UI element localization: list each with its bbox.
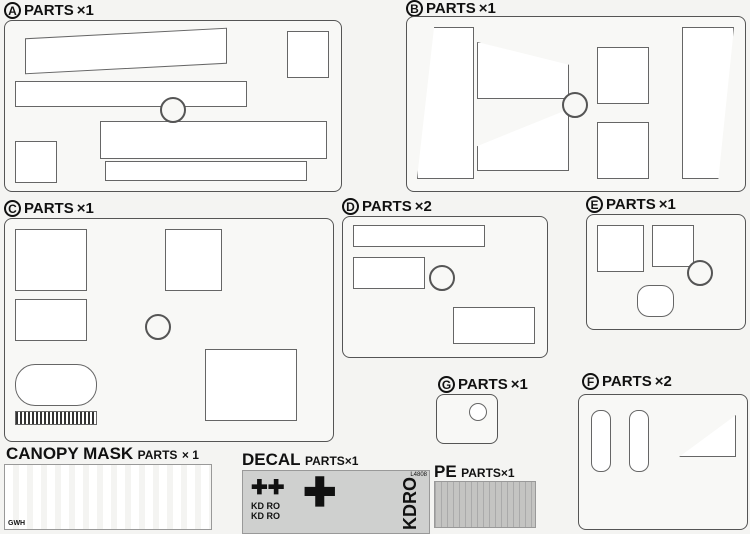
- parts-qty: ×1: [478, 0, 496, 17]
- wing-part: [477, 109, 569, 171]
- exhaust-part: [15, 411, 97, 425]
- parts-qty: ×1: [344, 454, 359, 468]
- parts-qty: ×2: [654, 373, 672, 390]
- parts-label: PARTS: [458, 376, 508, 393]
- sprue-letter: E: [586, 196, 603, 213]
- sprue-gate: [429, 265, 455, 291]
- sprue-letter: F: [582, 373, 599, 390]
- pe-fret: [434, 481, 536, 528]
- wing-part: [25, 27, 227, 75]
- decal-side-text: KDRO: [400, 477, 420, 530]
- sprue-gate: [562, 92, 588, 118]
- fuselage-part: [105, 161, 307, 181]
- gear-parts: [15, 299, 87, 341]
- cockpit-part: [165, 229, 222, 291]
- prop-parts: [453, 307, 535, 344]
- pe-header: PE PARTS×1: [434, 462, 515, 482]
- parts-label: PARTS: [606, 196, 656, 213]
- pe-title: PE: [434, 462, 457, 481]
- parts-label: PARTS: [461, 466, 501, 480]
- parts-qty: × 1: [181, 448, 199, 462]
- sprue-gate: [160, 97, 186, 123]
- parts-qty: ×1: [76, 200, 94, 217]
- sprue-letter: C: [4, 200, 21, 217]
- balkenkreuz: ✚: [303, 471, 337, 515]
- sprue-g: [436, 394, 498, 444]
- canopy-part: [637, 285, 674, 317]
- canopy-mask-title: CANOPY MASK: [6, 444, 134, 463]
- parts-qty: ×1: [500, 466, 515, 480]
- parts-label: PARTS: [602, 373, 652, 390]
- parts-qty: ×2: [414, 198, 432, 215]
- engine-parts: [15, 229, 87, 291]
- sprue-letter: A: [4, 2, 21, 19]
- canopy-mask-sheet: GWH: [4, 464, 212, 530]
- sprue-e: [586, 214, 746, 330]
- sprue-a: [4, 20, 342, 192]
- parts-label: PARTS: [305, 454, 345, 468]
- parts-qty: ×1: [510, 376, 528, 393]
- small-parts: [652, 225, 694, 267]
- tail-part: [679, 415, 736, 457]
- wheel-part: [629, 410, 649, 472]
- cowling-part: [15, 364, 97, 406]
- parts-label: PARTS: [24, 200, 74, 217]
- panel-part: [597, 47, 649, 104]
- small-parts: [353, 225, 485, 247]
- small-parts: [287, 31, 329, 78]
- sprue-d: [342, 216, 548, 358]
- fuselage-part: [100, 121, 327, 159]
- small-parts: [597, 225, 644, 272]
- sprue-c: [4, 218, 334, 442]
- small-parts: [353, 257, 425, 289]
- sprue-letter: D: [342, 198, 359, 215]
- tub-part: [205, 349, 297, 421]
- clear-part: [469, 403, 487, 421]
- sprue-gate: [687, 260, 713, 286]
- brand-logo: GWH: [8, 520, 26, 527]
- decal-title: DECAL: [242, 450, 301, 469]
- decal-header: DECAL PARTS×1: [242, 450, 358, 470]
- parts-qty: ×1: [76, 2, 94, 19]
- wing-part: [477, 42, 569, 99]
- sprue-f: [578, 394, 748, 530]
- sprue-letter: B: [406, 0, 423, 17]
- parts-label: PARTS: [362, 198, 412, 215]
- wheel-part: [591, 410, 611, 472]
- parts-qty: ×1: [658, 196, 676, 213]
- sprue-b: [406, 16, 746, 192]
- canopy-mask-header: CANOPY MASK PARTS × 1: [6, 444, 199, 464]
- wing-part: [682, 27, 734, 179]
- wing-part: [15, 81, 247, 107]
- panel-part: [597, 122, 649, 179]
- sprue-letter: G: [438, 376, 455, 393]
- wing-part: [417, 27, 474, 179]
- sprue-gate: [145, 314, 171, 340]
- parts-label: PARTS: [426, 0, 476, 17]
- parts-label: PARTS: [137, 448, 178, 462]
- small-parts: [15, 141, 57, 183]
- decal-code: L4808: [410, 472, 427, 478]
- parts-label: PARTS: [24, 2, 74, 19]
